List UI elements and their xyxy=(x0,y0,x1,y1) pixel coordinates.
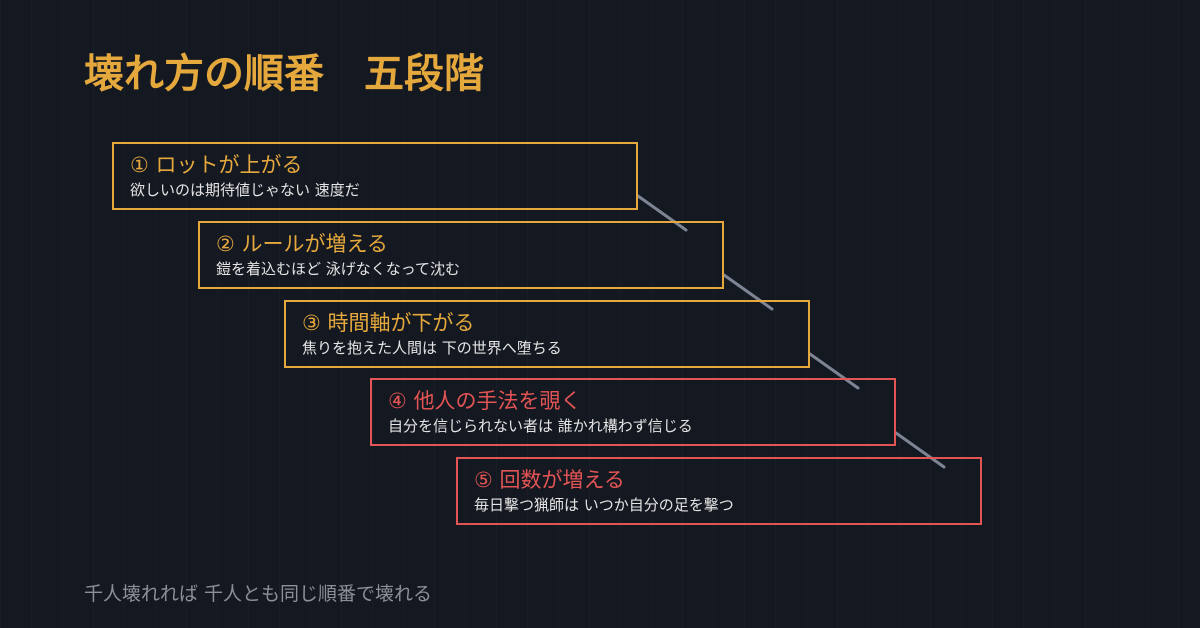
page-title: 壊れ方の順番 五段階 xyxy=(84,50,484,97)
connector-line xyxy=(636,194,688,232)
step-2-heading: ② ルールが増える xyxy=(216,232,388,256)
step-3-subtitle: 焦りを抱えた人間は 下の世界へ堕ちる xyxy=(302,339,562,357)
step-3-heading: ③ 時間軸が下がる xyxy=(302,311,475,335)
connector-line xyxy=(808,352,860,390)
step-1: ① ロットが上がる 欲しいのは期待値じゃない 速度だ xyxy=(112,142,638,210)
step-2: ② ルールが増える 鎧を着込むほど 泳げなくなって沈む xyxy=(198,221,724,289)
step-5-subtitle: 毎日撃つ猟師は いつか自分の足を撃つ xyxy=(474,496,734,514)
connector-line xyxy=(894,431,946,469)
step-4: ④ 他人の手法を覗く 自分を信じられない者は 誰かれ構わず信じる xyxy=(370,378,896,446)
step-2-subtitle: 鎧を着込むほど 泳げなくなって沈む xyxy=(216,260,461,278)
step-4-subtitle: 自分を信じられない者は 誰かれ構わず信じる xyxy=(388,417,693,435)
step-5: ⑤ 回数が増える 毎日撃つ猟師は いつか自分の足を撃つ xyxy=(456,457,982,525)
step-1-heading: ① ロットが上がる xyxy=(130,153,303,177)
step-3: ③ 時間軸が下がる 焦りを抱えた人間は 下の世界へ堕ちる xyxy=(284,300,810,368)
step-1-subtitle: 欲しいのは期待値じゃない 速度だ xyxy=(130,181,360,199)
footer-note: 千人壊れれば 千人とも同じ順番で壊れる xyxy=(84,583,433,605)
step-5-heading: ⑤ 回数が増える xyxy=(474,468,625,492)
connector-line xyxy=(722,273,774,311)
step-4-heading: ④ 他人の手法を覗く xyxy=(388,389,582,413)
